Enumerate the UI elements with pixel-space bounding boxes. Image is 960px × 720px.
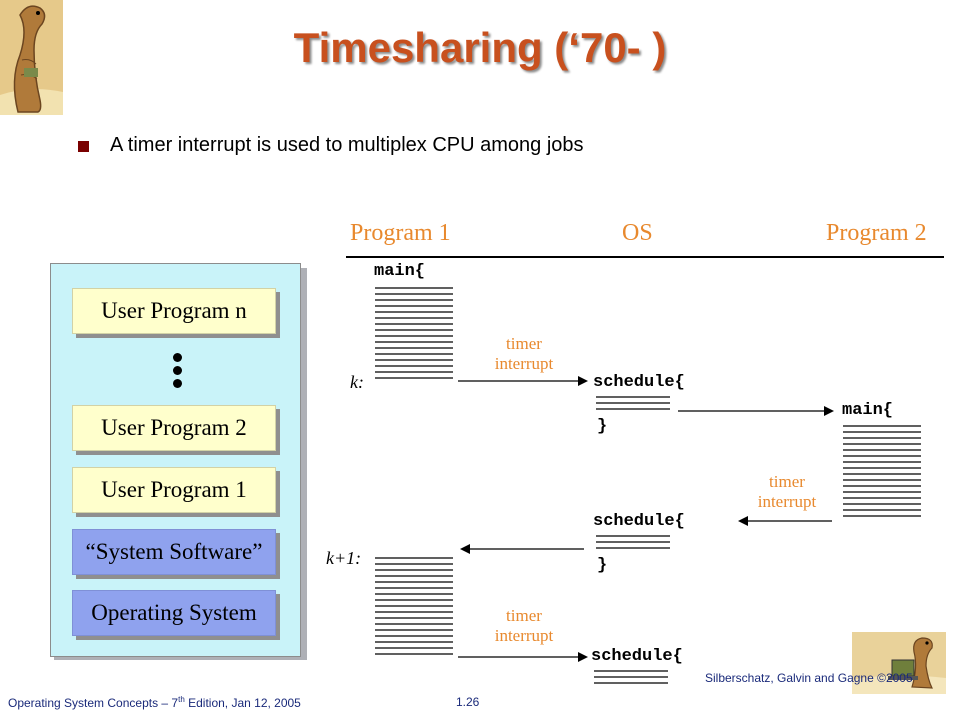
interrupt-text: interrupt <box>494 354 554 373</box>
header-program-1: Program 1 <box>350 220 451 246</box>
footer-left-text: Operating System Concepts – 7 <box>8 696 179 710</box>
dinosaur-logo-icon <box>0 0 63 115</box>
stack-item-label: User Program n <box>101 298 247 323</box>
timer-interrupt-label-1: timer interrupt <box>474 334 574 374</box>
stack-item-label: User Program 2 <box>101 415 247 440</box>
program1-code-lines-top <box>375 286 453 382</box>
ellipsis-dot <box>173 379 182 388</box>
schedule-code-lines-2 <box>596 534 670 554</box>
program1-main-label: main{ <box>374 262 426 281</box>
arrow-to-schedule-2 <box>738 514 832 526</box>
stack-item-system-software: “System Software” <box>72 529 276 575</box>
arrow-to-schedule-3 <box>458 650 588 662</box>
stack-item-user-program-2: User Program 2 <box>72 405 276 451</box>
timer-text: timer <box>506 606 542 625</box>
schedule-label-2: schedule{ <box>593 512 685 531</box>
schedule-close-1: } <box>597 417 608 436</box>
timer-interrupt-label-2: timer interrupt <box>737 472 837 512</box>
ellipsis-dot <box>173 353 182 362</box>
schedule-label-3: schedule{ <box>591 647 683 666</box>
footer-left: Operating System Concepts – 7th Edition,… <box>8 695 301 710</box>
bullet-text: A timer interrupt is used to multiplex C… <box>110 134 584 156</box>
stack-item-label: “System Software” <box>85 539 263 564</box>
stack-item-user-program-1: User Program 1 <box>72 467 276 513</box>
k1-label-text: k+1: <box>326 548 362 568</box>
stack-item-label: Operating System <box>91 600 257 625</box>
schedule-close-2: } <box>597 556 608 575</box>
arrow-to-schedule-1 <box>458 374 588 386</box>
header-underline <box>346 256 944 258</box>
schedule-label-1: schedule{ <box>593 373 685 392</box>
bullet-marker <box>78 141 89 152</box>
arrow-to-program2 <box>678 404 834 416</box>
stack-item-label: User Program 1 <box>101 477 247 502</box>
stack-item-user-program-n: User Program n <box>72 288 276 334</box>
ellipsis-dot <box>173 366 182 375</box>
footer-right: Silberschatz, Galvin and Gagne ©2005 <box>705 671 913 685</box>
page-number: 1.26 <box>456 695 480 709</box>
stack-item-operating-system: Operating System <box>72 590 276 636</box>
timer-text: timer <box>769 472 805 491</box>
timer-interrupt-label-3: timer interrupt <box>474 606 574 646</box>
schedule-code-lines-3 <box>594 669 668 689</box>
footer-left-sup: th <box>178 695 185 704</box>
arrow-to-program1 <box>460 542 584 554</box>
page-title: Timesharing (‘70- ) <box>293 24 667 71</box>
header-program-2: Program 2 <box>826 220 927 246</box>
schedule-code-lines-1 <box>596 395 670 415</box>
timer-text: timer <box>506 334 542 353</box>
program2-main-label: main{ <box>842 401 894 420</box>
dinosaur-laptop-icon <box>852 632 946 694</box>
program1-code-lines-bottom <box>375 556 453 658</box>
interrupt-text: interrupt <box>494 626 554 645</box>
k-label: k: <box>350 372 364 392</box>
interrupt-text: interrupt <box>757 492 817 511</box>
header-os: OS <box>622 220 653 246</box>
program2-code-lines <box>843 424 921 520</box>
k1-label: k+1: <box>326 548 361 569</box>
footer-left-rest: Edition, Jan 12, 2005 <box>184 696 301 710</box>
